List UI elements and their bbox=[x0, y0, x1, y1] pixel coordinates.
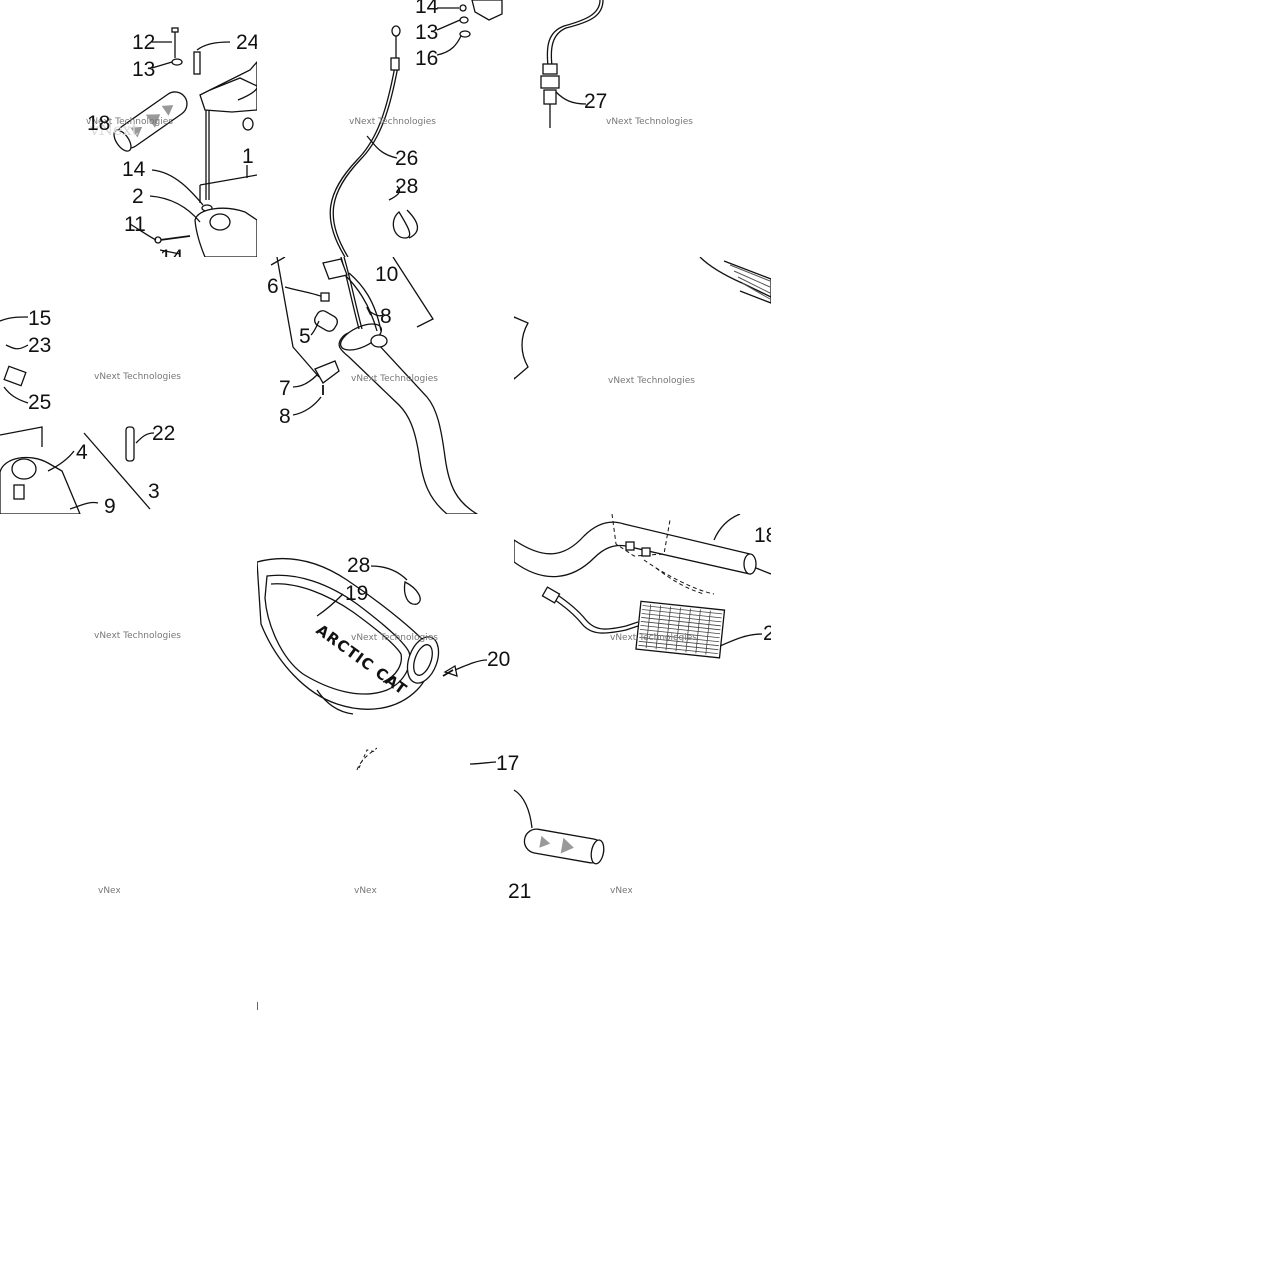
callout-14b: 14 bbox=[160, 246, 184, 257]
tile-grip: vNext Technologies 17 21 bbox=[470, 740, 632, 920]
callout-23: 23 bbox=[28, 334, 51, 357]
tile-handlebar-control: vNext vNext Technologies 12 13 24 18 14 … bbox=[0, 0, 257, 257]
tile-fragment: vNext Technologies bbox=[257, 740, 377, 1010]
svg-text:vNext Technologies: vNext Technologies bbox=[606, 117, 693, 127]
callout-24: 24 bbox=[236, 31, 257, 54]
watermark-t12: vNext Technologies bbox=[351, 633, 438, 643]
callout-18: 18 bbox=[87, 112, 110, 135]
callout-21: 21 bbox=[508, 880, 531, 903]
watermark-t13: vNext Technologies bbox=[354, 886, 377, 896]
watermark-t03: vNext Technologies bbox=[98, 886, 120, 896]
callout-14: 14 bbox=[122, 158, 146, 181]
watermark-t22: vNext Technologies bbox=[610, 633, 697, 643]
callout-2: 2 bbox=[763, 622, 771, 645]
callout-3: 3 bbox=[148, 480, 160, 503]
tile-empty-a: vNext Technologies bbox=[0, 514, 257, 771]
tile-empty-b: vNext Technologies bbox=[0, 771, 120, 921]
tile-handlebar: vNext Technologies 6 10 8 5 7 8 bbox=[257, 257, 514, 514]
callout-28: 28 bbox=[347, 554, 370, 577]
callout-1: 1 bbox=[242, 145, 254, 168]
watermark-t01: vNext Technologies bbox=[94, 372, 181, 382]
tile-throttle-cable: vNext Technologies 14 13 16 26 28 bbox=[257, 0, 514, 257]
tile-bar-end: vNext Technologies bbox=[514, 257, 771, 514]
svg-text:vNext Technologies: vNext Technologies bbox=[351, 633, 438, 643]
callout-26: 26 bbox=[395, 147, 418, 170]
watermark-t20: vNext Technologies bbox=[606, 117, 693, 127]
callout-27: 27 bbox=[584, 90, 607, 113]
callout-13: 13 bbox=[415, 21, 438, 44]
callout-16: 16 bbox=[415, 47, 438, 70]
callout-15: 15 bbox=[28, 307, 51, 330]
callout-25: 25 bbox=[28, 391, 51, 414]
callout-20: 20 bbox=[487, 648, 510, 671]
callout-7: 7 bbox=[279, 377, 291, 400]
svg-text:vNext Technologies: vNext Technologies bbox=[94, 631, 181, 641]
watermark-t11: vNext Technologies bbox=[351, 374, 438, 384]
svg-text:vNext Technologies: vNext Technologies bbox=[351, 374, 438, 384]
watermark-t23: vNext Technologies bbox=[610, 886, 632, 896]
callout-6: 6 bbox=[267, 275, 279, 298]
svg-text:vNext Technologies: vNext Technologies bbox=[610, 886, 632, 896]
callout-14: 14 bbox=[415, 0, 439, 18]
callout-22: 22 bbox=[152, 422, 175, 445]
callout-8b: 8 bbox=[279, 405, 291, 428]
svg-text:vNext Technologies: vNext Technologies bbox=[354, 886, 377, 896]
watermark-t10: vNext Technologies bbox=[349, 117, 436, 127]
callout-28: 28 bbox=[395, 175, 418, 198]
tile-sensor: vNext Technologies 27 bbox=[514, 0, 771, 257]
callout-11: 11 bbox=[124, 213, 146, 236]
svg-text:vNext Technologies: vNext Technologies bbox=[86, 117, 173, 127]
callout-19: 19 bbox=[345, 582, 368, 605]
callout-18: 18 bbox=[754, 524, 771, 547]
callout-2: 2 bbox=[132, 185, 144, 208]
svg-text:vNext Technologies: vNext Technologies bbox=[608, 376, 695, 386]
callout-9: 9 bbox=[104, 495, 116, 514]
watermark-t02: vNext Technologies bbox=[94, 631, 181, 641]
tile-heater-element: vNext Technologies 18 2 bbox=[514, 514, 771, 771]
watermark-t21: vNext Technologies bbox=[608, 376, 695, 386]
callout-4: 4 bbox=[76, 441, 88, 464]
tile-switch-housing: vNext Technologies 15 23 25 22 4 3 9 bbox=[0, 257, 257, 514]
svg-text:vNext: vNext bbox=[89, 120, 139, 139]
callout-5: 5 bbox=[299, 325, 311, 348]
callout-8: 8 bbox=[380, 305, 392, 328]
svg-text:vNext Technologies: vNext Technologies bbox=[610, 633, 697, 643]
watermark-t00: vNext vNext Technologies bbox=[86, 117, 173, 139]
callout-13: 13 bbox=[132, 58, 155, 81]
callout-12: 12 bbox=[132, 31, 155, 54]
svg-text:vNext Technologies: vNext Technologies bbox=[94, 372, 181, 382]
tile-hand-guard: ARCTIC CAT vNext Technologies 28 19 20 bbox=[257, 514, 514, 771]
callout-17: 17 bbox=[496, 752, 519, 775]
callout-10: 10 bbox=[375, 263, 398, 286]
svg-text:vNext Technologies: vNext Technologies bbox=[349, 117, 436, 127]
svg-text:vNext Technologies: vNext Technologies bbox=[98, 886, 120, 896]
